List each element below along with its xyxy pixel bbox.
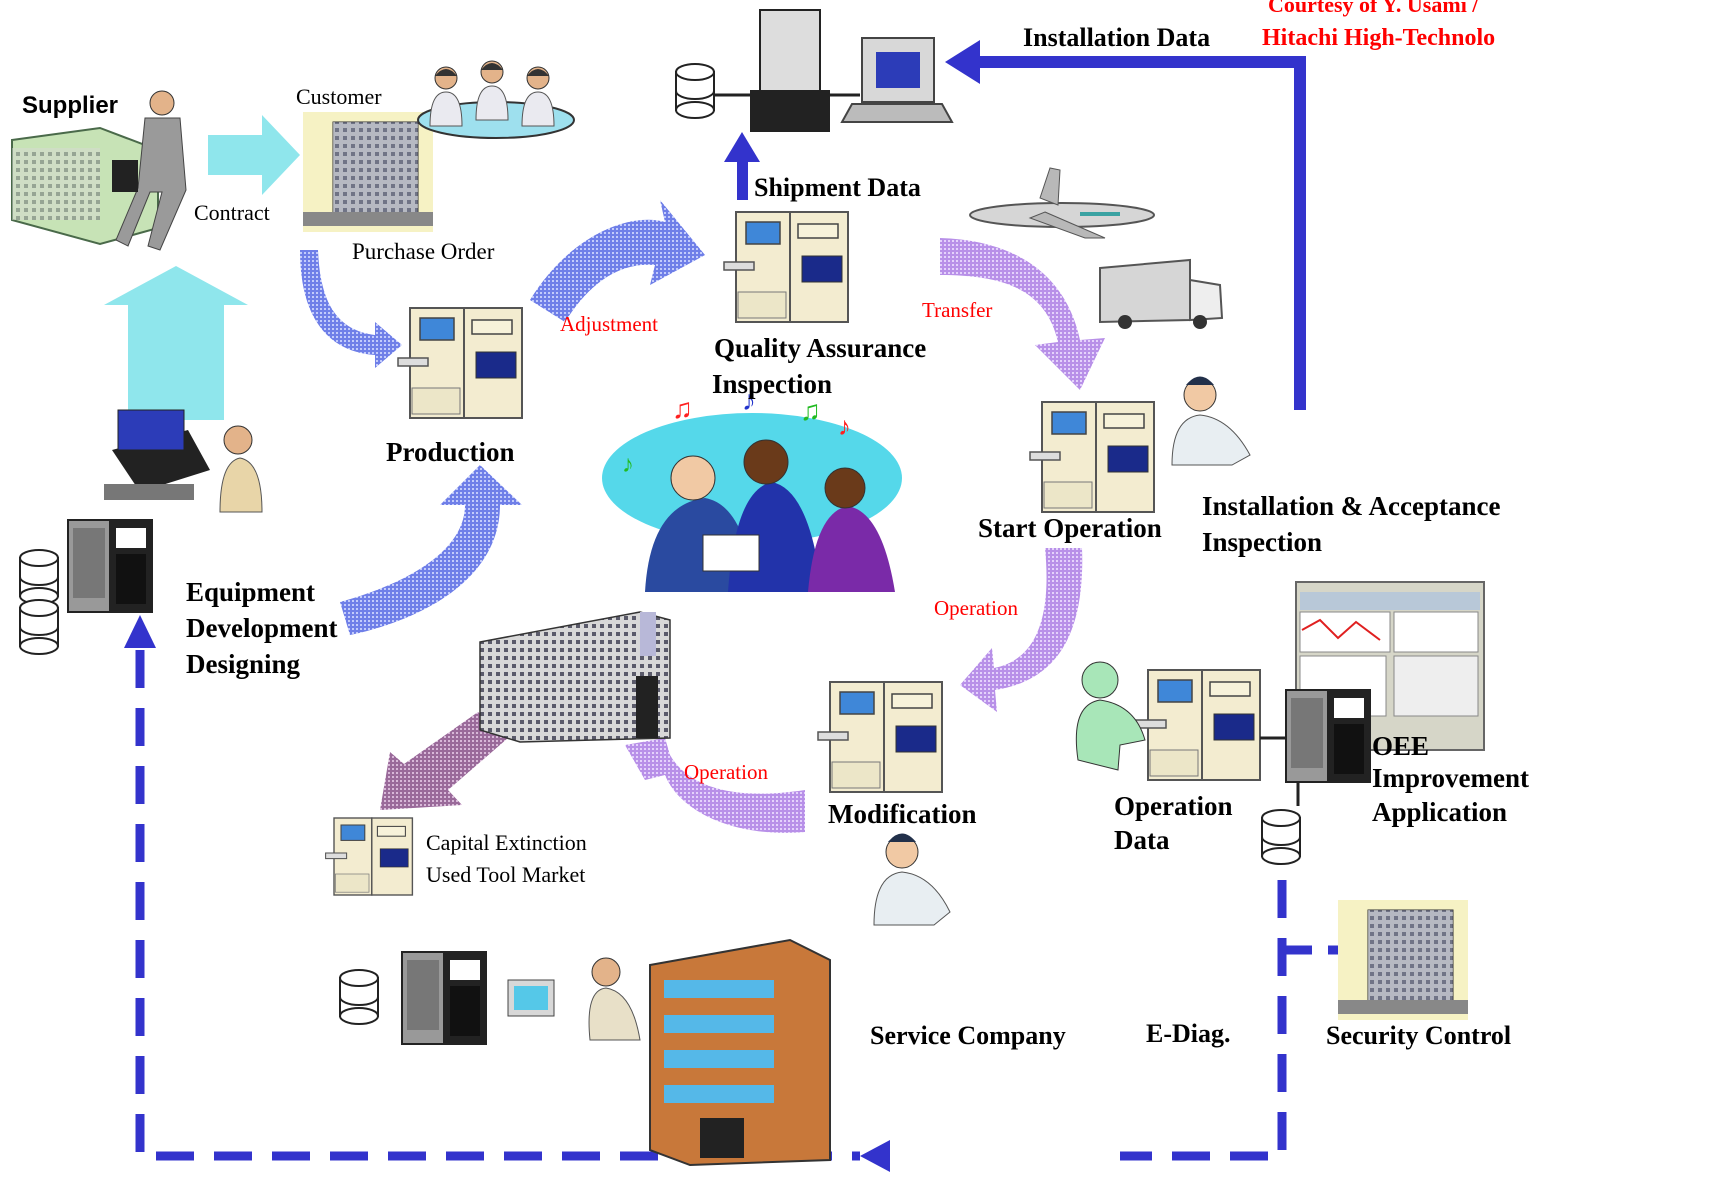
oee-line-3: Application xyxy=(1372,797,1508,827)
supplier-label: Supplier xyxy=(22,92,119,119)
service-company-label: Service Company xyxy=(870,1021,1066,1050)
oee-screenshot-icon xyxy=(1295,581,1485,751)
shipment-data-label: Shipment Data xyxy=(754,173,921,202)
purchase-order-arrow xyxy=(300,250,402,368)
design-to-production-arrow xyxy=(340,465,522,635)
celebration-illustration: ♫ ♪ ♫ ♪ ♪ xyxy=(602,386,902,592)
adjustment-label: Adjustment xyxy=(560,312,658,336)
oee-line-1: OEE xyxy=(1372,731,1430,761)
production-label: Production xyxy=(386,437,515,467)
operation-data-line-1: Operation xyxy=(1114,791,1233,821)
adjustment-arrow xyxy=(530,200,705,322)
meeting-table-icon xyxy=(417,60,575,139)
cleanroom-operator-icon xyxy=(1075,661,1146,771)
computer-terminal-icon xyxy=(840,37,954,123)
customer-building xyxy=(302,111,434,233)
capital-extinction-line-1: Capital Extinction xyxy=(426,830,587,855)
courtesy-line-1: Courtesy of Y. Usami / xyxy=(1268,0,1479,17)
svg-text:♪: ♪ xyxy=(742,386,756,417)
design-database-icon-2 xyxy=(19,599,59,655)
svg-text:♫: ♫ xyxy=(672,394,693,425)
e-diag-label: E-Diag. xyxy=(1146,1019,1231,1048)
operation-right-arrow xyxy=(960,548,1083,712)
installation-data-line xyxy=(945,40,1306,410)
shipment-data-arrow xyxy=(724,132,760,200)
installation-acceptance-line-2: Inspection xyxy=(1202,527,1323,557)
capital-extinction-arrow xyxy=(380,712,508,810)
service-database-icon xyxy=(339,969,379,1025)
transfer-arrow xyxy=(940,238,1105,390)
qa-inspection-line-1: Quality Assurance xyxy=(714,333,927,363)
modification-tool-icon xyxy=(817,681,943,793)
svg-text:♪: ♪ xyxy=(838,412,851,441)
start-operation-label: Start Operation xyxy=(978,513,1162,543)
operation-data-tool-icon xyxy=(1135,669,1261,781)
qa-tool-icon xyxy=(723,211,849,323)
equipment-development-line-1: Equipment xyxy=(186,577,316,607)
factory-building-icon xyxy=(479,611,671,743)
designer-at-computer-icon xyxy=(104,409,263,513)
supplier-upward-arrow xyxy=(104,266,248,420)
installation-acceptance-line-1: Installation & Acceptance xyxy=(1202,491,1501,521)
oee-server-icon xyxy=(1285,689,1371,783)
customer-label: Customer xyxy=(296,84,382,109)
start-operation-tool-icon xyxy=(1029,401,1155,513)
security-control-label: Security Control xyxy=(1326,1021,1512,1050)
service-loop-line xyxy=(124,615,1338,1172)
capital-extinction-line-2: Used Tool Market xyxy=(426,862,586,887)
equipment-development-line-2: Development xyxy=(186,613,338,643)
contract-arrow xyxy=(208,115,300,195)
courtesy-line-2: Hitachi High-Technolo xyxy=(1262,25,1496,51)
oee-line-2: Improvement xyxy=(1372,763,1529,793)
service-company-building-icon xyxy=(649,938,831,1167)
svg-text:♫: ♫ xyxy=(800,396,821,427)
used-tool-icon xyxy=(324,817,414,896)
production-tool-icon xyxy=(397,307,523,419)
oee-database-icon xyxy=(1260,736,1301,865)
svg-text:♪: ♪ xyxy=(622,452,634,478)
qa-inspection-line-2: Inspection xyxy=(712,369,833,399)
equipment-development-line-3: Designing xyxy=(186,649,301,679)
purchase-order-label: Purchase Order xyxy=(352,239,495,264)
airplane-icon xyxy=(969,167,1155,239)
database-icon xyxy=(675,63,715,119)
operation-data-line-2: Data xyxy=(1114,825,1170,855)
design-server-icon xyxy=(67,519,153,613)
engineer-modification-icon xyxy=(873,833,951,926)
supplier-building xyxy=(11,126,159,246)
engineer-installation-icon xyxy=(1171,376,1251,466)
service-operator-icon xyxy=(507,957,641,1041)
design-database-icon xyxy=(19,549,59,605)
contract-label: Contract xyxy=(194,200,270,225)
supplier-person xyxy=(112,90,187,251)
transfer-label: Transfer xyxy=(922,298,993,322)
service-server-icon xyxy=(401,951,487,1045)
modification-label: Modification xyxy=(828,799,977,829)
data-server-icon xyxy=(705,9,860,132)
installation-data-label: Installation Data xyxy=(1023,23,1211,52)
truck-icon xyxy=(1099,258,1224,329)
operation-bottom-label: Operation xyxy=(684,760,768,784)
security-building-icon xyxy=(1337,899,1469,1021)
operation-right-label: Operation xyxy=(934,596,1018,620)
operation-bottom-arrow xyxy=(625,738,805,833)
